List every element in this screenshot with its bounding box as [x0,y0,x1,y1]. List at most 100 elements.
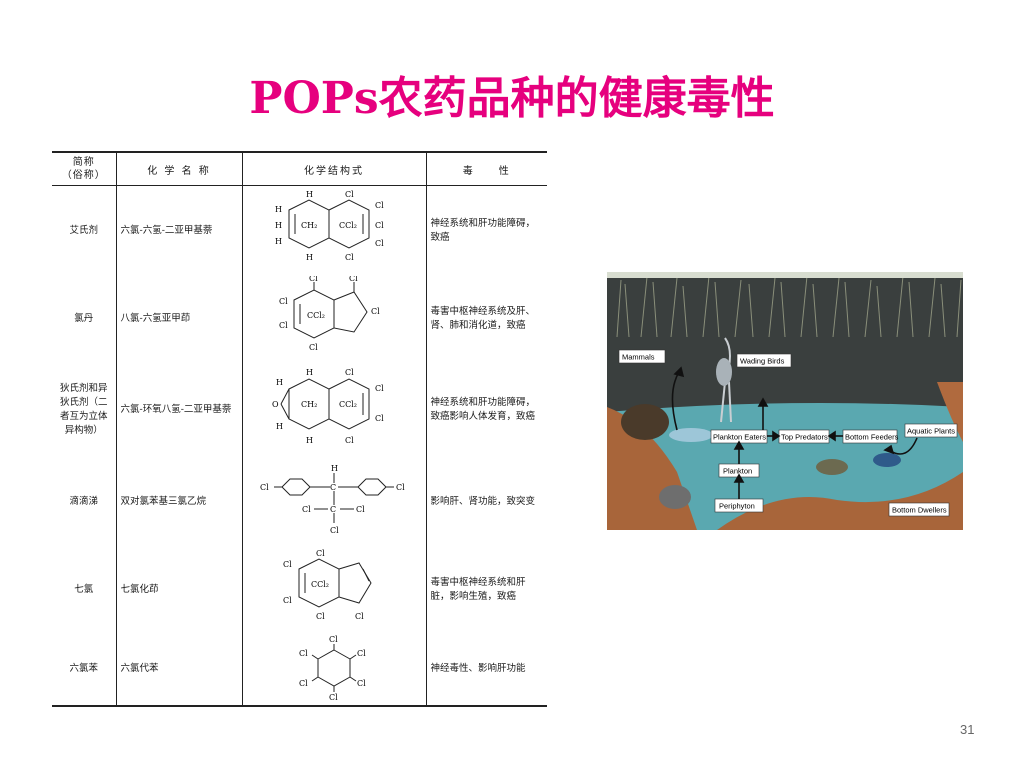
label-mammals: Mammals [622,353,655,362]
chlordane-structure: CCl₂ Cl Cl Cl Cl Cl Cl [279,274,380,352]
row-abbr: 氯丹 [52,275,117,362]
label-bottom-feeders: Bottom Feeders [845,433,899,442]
row-toxicity: 神经毒性、影响肝功能 [426,633,547,707]
mammal-animal [621,404,669,440]
row-name: 六氯代苯 [116,633,243,707]
table-row: 狄氏剂和异狄氏剂（二者互为立体异构物） 六氯-环氧八氢-二亚甲基萘 O CH₂ … [52,361,547,458]
svg-text:H: H [275,221,282,230]
header-name: 化 学 名 称 [116,151,243,186]
label-plankton: Plankton [723,467,752,476]
fish-top-predator [873,453,901,467]
svg-text:Cl: Cl [260,483,269,492]
svg-text:CH₂: CH₂ [301,400,317,409]
svg-text:H: H [306,190,313,199]
row-toxicity: 毒害中枢神经系统及肝、肾、肺和消化道，致癌 [430,305,536,331]
heptachlor-structure: CCl₂ Cl Cl Cl Cl Cl [283,549,372,621]
svg-text:H: H [306,368,313,377]
label-bottom-dwellers: Bottom Dwellers [892,506,947,515]
row-abbr: 七氯 [52,545,117,634]
svg-text:Cl: Cl [375,221,384,230]
hcb-structure: Cl Cl Cl Cl Cl Cl [299,635,366,702]
svg-text:Cl: Cl [279,297,288,306]
svg-text:Cl: Cl [396,483,405,492]
row-name: 八氯-六氢亚甲茚 [116,275,243,362]
label-box-mammals [618,349,666,364]
table-header-row: 简称 （俗称） 化 学 名 称 化学结构式 毒 性 [52,151,547,186]
svg-text:Cl: Cl [299,679,308,688]
svg-text:Cl: Cl [345,190,354,199]
fish-bottom-feeder [816,459,848,475]
food-web-illustration: Mammals Wading Birds Plankton Eaters Top… [607,272,963,530]
svg-text:Cl: Cl [355,612,364,621]
svg-text:Cl: Cl [356,505,365,514]
reeds [616,275,962,338]
table-row: 六氯苯 六氯代苯 Cl Cl Cl Cl Cl Cl [52,633,547,707]
svg-text:H: H [331,464,338,473]
row-toxicity: 影响肝、肾功能，致突变 [430,495,536,507]
row-structure: CH₂ CCl₂ H H H H Cl Cl Cl Cl Cl H [242,185,427,276]
svg-text:H: H [275,205,282,214]
svg-text:Cl: Cl [279,321,288,330]
svg-text:Cl: Cl [375,239,384,248]
pesticide-table: 简称 （俗称） 化 学 名 称 化学结构式 毒 性 艾氏剂 六氯-六氢-二亚甲基… [52,151,547,707]
row-structure: Cl Cl Cl Cl Cl Cl [242,633,427,707]
table-row: 氯丹 八氯-六氢亚甲茚 CCl₂ Cl Cl Cl Cl Cl Cl [52,274,547,362]
food-web-arrows [671,366,918,499]
row-name: 六氯-六氢-二亚甲基萘 [116,185,243,276]
header-toxicity: 毒 性 [426,151,547,186]
svg-text:Cl: Cl [329,693,338,700]
row-abbr: 滴滴涕 [52,457,117,546]
row-structure: CCl₂ Cl Cl Cl Cl Cl [242,545,427,634]
fish-plankton-eater [669,428,713,442]
label-top-predators: Top Predators [781,433,828,442]
pesticide-table-container: 简称 （俗称） 化 学 名 称 化学结构式 毒 性 艾氏剂 六氯-六氢-二亚甲基… [52,151,547,707]
aldrin-structure: CH₂ CCl₂ H H H H Cl Cl Cl Cl Cl H [275,190,384,262]
svg-text:Cl: Cl [357,679,366,688]
row-toxicity: 毒害中枢神经系统和肝脏，影响生殖，致癌 [430,576,526,602]
row-name: 七氯化茚 [116,545,243,634]
svg-text:Cl: Cl [345,368,354,377]
svg-text:Cl: Cl [329,635,338,644]
header-structure: 化学结构式 [242,151,427,186]
slide-title: POPs农药品种的健康毒性 [249,73,775,124]
svg-text:Cl: Cl [283,560,292,569]
row-name: 六氯-环氧八氢-二亚甲基萘 [116,361,243,458]
raccoon-animal [659,485,691,509]
svg-text:H: H [276,378,283,387]
svg-text:Cl: Cl [330,526,339,535]
svg-text:H: H [275,237,282,246]
row-abbr: 艾氏剂 [52,185,117,276]
svg-text:Cl: Cl [309,276,318,283]
svg-text:H: H [306,253,313,262]
label-plankton-eaters: Plankton Eaters [713,433,766,442]
svg-text:O: O [272,400,279,409]
svg-text:Cl: Cl [349,276,358,283]
svg-text:Cl: Cl [316,549,325,558]
svg-text:Cl: Cl [371,307,380,316]
table-row: 滴滴涕 双对氯苯基三氯乙烷 H C C Cl [52,457,547,546]
row-abbr: 狄氏剂和异狄氏剂（二者互为立体异构物） [52,361,117,458]
slide-number: 31 [960,722,975,737]
svg-text:H: H [276,422,283,431]
row-abbr: 六氯苯 [52,633,117,707]
svg-text:Cl: Cl [375,414,384,423]
row-structure: O CH₂ CCl₂ H H H Cl Cl Cl Cl H [242,361,427,458]
svg-text:Cl: Cl [299,649,308,658]
svg-text:Cl: Cl [316,612,325,621]
header-abbr: 简称 （俗称） [52,151,117,186]
svg-text:CCl₂: CCl₂ [307,311,325,320]
row-name: 双对氯苯基三氯乙烷 [116,457,243,546]
svg-text:Cl: Cl [375,201,384,210]
svg-text:Cl: Cl [345,436,354,445]
dieldrin-structure: O CH₂ CCl₂ H H H Cl Cl Cl Cl H [272,368,384,445]
svg-text:Cl: Cl [283,596,292,605]
label-aquatic-plants: Aquatic Plants [907,427,955,436]
label-periphyton: Periphyton [719,502,755,511]
ccl2-label: CCl₂ [339,221,357,230]
row-structure: CCl₂ Cl Cl Cl Cl Cl Cl [242,274,427,362]
svg-text:Cl: Cl [309,343,318,352]
svg-text:C: C [330,483,336,492]
svg-text:C: C [330,505,336,514]
svg-text:Cl: Cl [302,505,311,514]
svg-text:CCl₂: CCl₂ [339,400,357,409]
